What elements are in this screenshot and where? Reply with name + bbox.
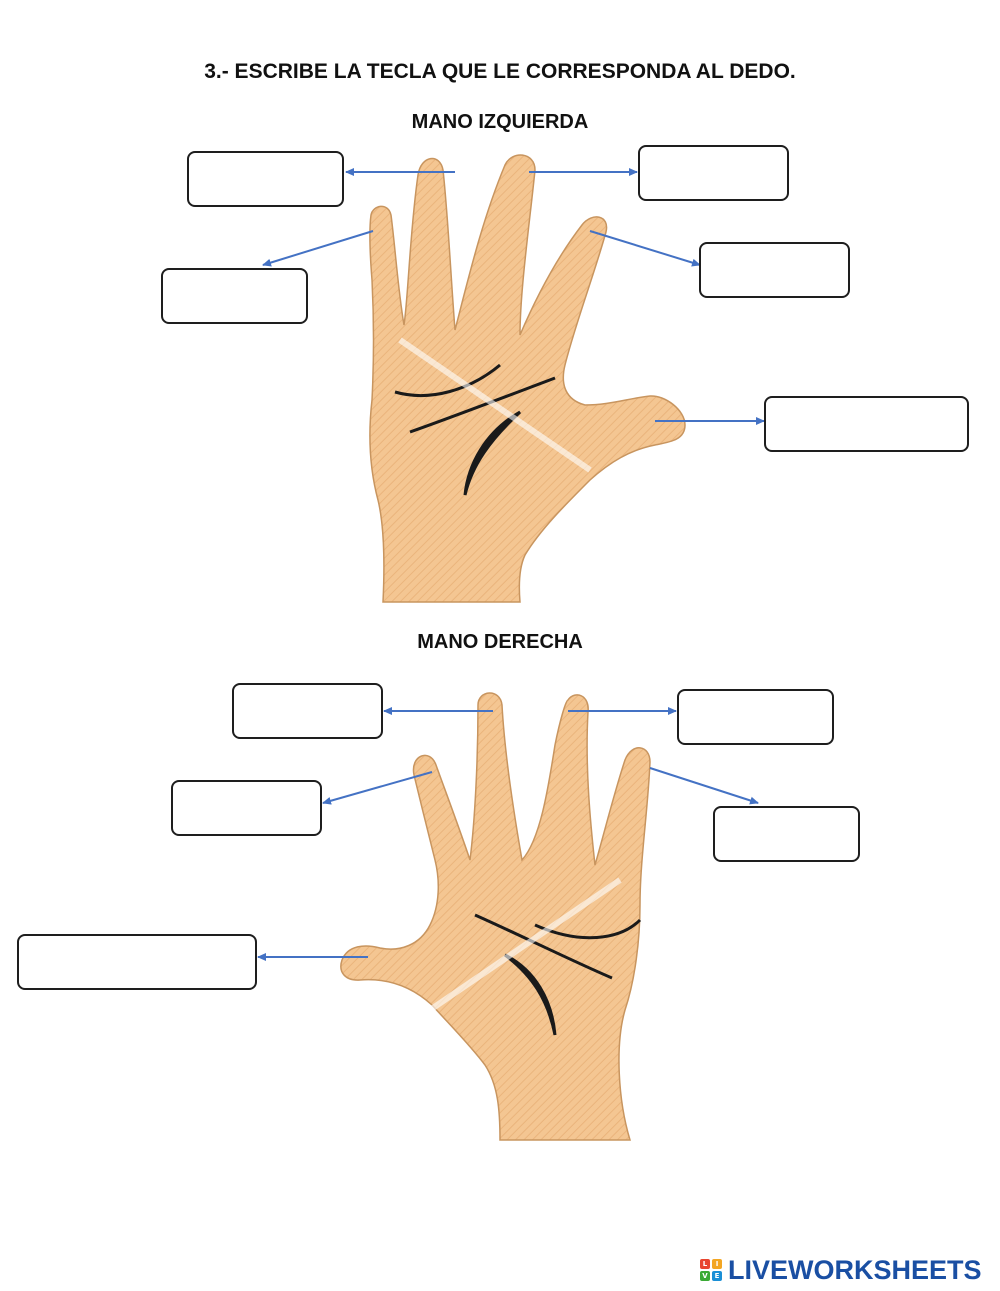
left-middle-answer-input[interactable] [638, 145, 789, 201]
right-middle-answer-input[interactable] [232, 683, 383, 739]
right-palm-line-2 [474, 913, 613, 980]
left-palm-line-3 [463, 410, 522, 496]
left-highlight [398, 337, 592, 473]
left-arrow-pinky [589, 230, 701, 267]
worksheet-title: 3.- ESCRIBE LA TECLA QUE LE CORRESPONDA … [204, 60, 796, 83]
right-index-answer-input[interactable] [677, 689, 834, 745]
left-hand [262, 154, 765, 603]
right-pinky-answer-input[interactable] [713, 806, 860, 862]
left-ring-answer-input[interactable] [161, 268, 308, 324]
left-pinky-answer-input[interactable] [699, 242, 850, 298]
logo-letter-e: E [712, 1271, 722, 1281]
logo-letter-i: I [712, 1259, 722, 1269]
right-ring-answer-input[interactable] [171, 780, 322, 836]
right-hand [257, 692, 759, 1141]
left-index-answer-input[interactable] [187, 151, 344, 207]
right-thumb-answer-input[interactable] [17, 934, 257, 990]
logo-letter-l: L [700, 1259, 710, 1269]
right-arrow-pinky [649, 767, 759, 805]
liveworksheets-logo-icon: L I V E [700, 1259, 722, 1281]
right-hand-label: MANO DERECHA [417, 631, 583, 653]
liveworksheets-logo: L I V E LIVEWORKSHEETS [700, 1252, 982, 1288]
logo-text: LIVEWORKSHEETS [728, 1254, 982, 1285]
logo-letter-v: V [700, 1271, 710, 1281]
left-palm-line-2 [409, 376, 556, 434]
left-thumb-answer-input[interactable] [764, 396, 969, 452]
left-arrow-ring [262, 230, 374, 267]
right-palm-line-3 [504, 953, 557, 1036]
right-hand-shape [340, 692, 651, 1141]
left-palm-line-1 [394, 363, 501, 397]
left-hand-label: MANO IZQUIERDA [411, 111, 589, 133]
left-hand-shape [369, 154, 686, 603]
right-highlight [428, 877, 622, 1013]
right-arrow-ring [322, 771, 433, 805]
